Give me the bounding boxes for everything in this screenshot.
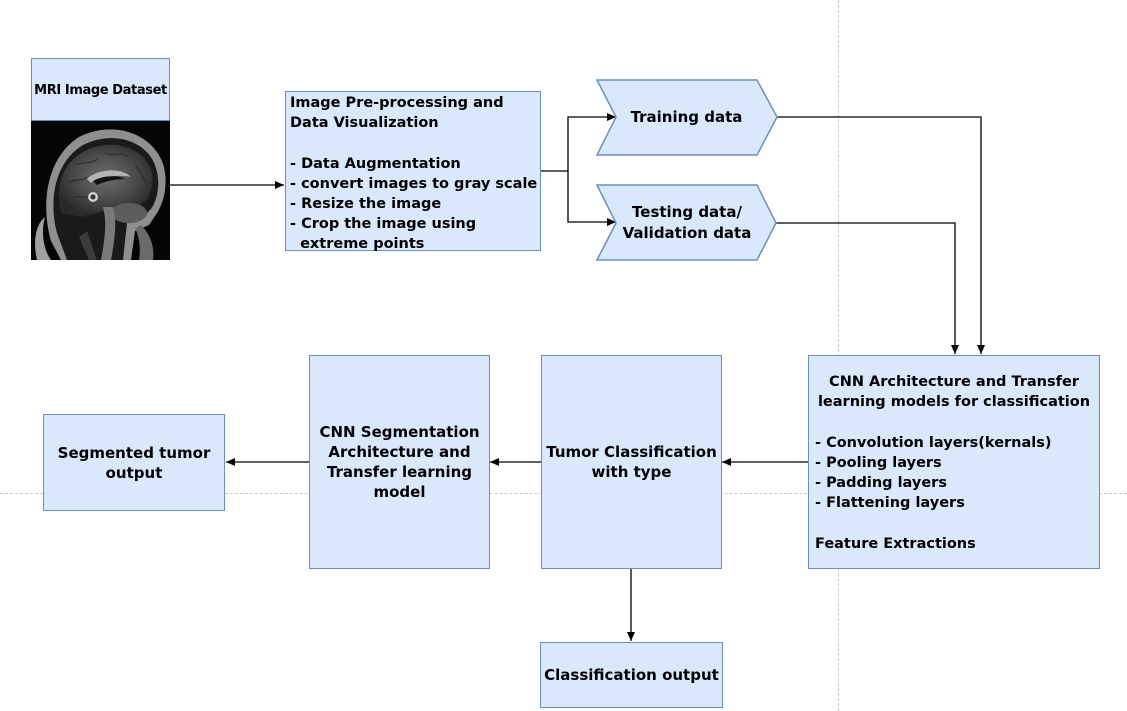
arrow-testing-to-cnn — [775, 222, 959, 354]
segmentation-line-1: CNN Segmentation — [319, 423, 480, 441]
blank-line — [815, 412, 1093, 432]
arrow-training-to-cnn — [777, 116, 985, 354]
arrow-preprocessing-to-training — [541, 113, 616, 172]
preprocessing-item: extreme points — [290, 236, 425, 253]
preprocessing-heading-1: Image Pre-processing and — [290, 95, 504, 111]
testing-data-text-1: Testing data/ — [632, 202, 742, 221]
classification-output-box: Classification output — [540, 642, 723, 708]
preprocessing-heading-2: Data Visualization — [290, 115, 439, 132]
segmentation-line-4: model — [373, 483, 426, 501]
arrow-preprocessing-to-testing — [567, 171, 616, 226]
training-data-label: Training data — [616, 80, 757, 155]
tumor-classification-line-2: with type — [591, 463, 672, 481]
tumor-classification-box: Tumor Classification with type — [541, 355, 722, 569]
segmented-output-line-1: Segmented tumor — [57, 443, 211, 462]
preprocessing-item: - Resize the image — [290, 196, 442, 213]
cnn-classification-footer: Feature Extractions — [815, 535, 976, 552]
segmentation-box: CNN Segmentation Architecture and Transf… — [309, 355, 490, 569]
training-data-shape — [595, 79, 778, 156]
cnn-classification-heading-1: CNN Architecture and Transfer — [829, 374, 1079, 390]
preprocessing-item: - Crop the image using — [290, 216, 477, 233]
cnn-classification-heading-2: learning models for classification — [817, 394, 1091, 411]
preprocessing-item: - Data Augmentation — [290, 155, 461, 172]
blank-line — [290, 133, 536, 153]
blank-line — [815, 513, 1093, 533]
cnn-classification-box: CNN Architecture and Transfer learning m… — [808, 355, 1100, 569]
training-data-text: Training data — [630, 108, 743, 126]
mri-scan-image — [31, 121, 170, 260]
segmented-output-box: Segmented tumor output — [43, 414, 225, 511]
tumor-classification-line-1: Tumor Classification — [546, 443, 717, 461]
segmentation-line-3: Transfer learning — [326, 463, 473, 481]
testing-data-text-2: Validation data — [622, 223, 752, 242]
cnn-layer-item: - Flattening layers — [815, 495, 965, 512]
testing-data-label: Testing data/ Validation data — [612, 185, 762, 260]
classification-output-label: Classification output — [544, 666, 719, 684]
segmented-output-line-2: output — [105, 463, 163, 482]
cnn-layer-item: - Convolution layers(kernals) — [815, 434, 1052, 451]
mri-dataset-title: MRI Image Dataset — [31, 58, 170, 121]
segmentation-line-2: Architecture and — [328, 443, 471, 461]
cnn-layer-item: - Padding layers — [815, 475, 947, 492]
cnn-layer-item: - Pooling layers — [815, 454, 942, 471]
preprocessing-box: Image Pre-processing and Data Visualizat… — [285, 91, 541, 253]
testing-data-shape — [595, 184, 777, 261]
preprocessing-item: - convert images to gray scale — [290, 175, 538, 192]
